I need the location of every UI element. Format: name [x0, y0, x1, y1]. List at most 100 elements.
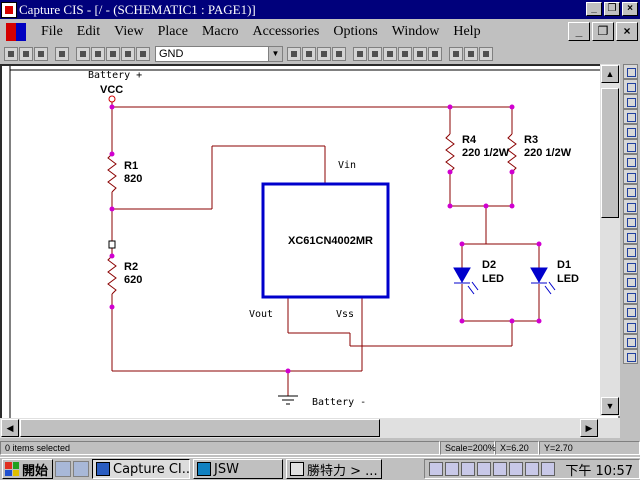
- r4-ref: R4: [462, 134, 477, 146]
- menu-place[interactable]: Place: [157, 23, 188, 39]
- task-browser[interactable]: 勝特力 > ...: [286, 459, 383, 479]
- doc-minimize-button[interactable]: _: [568, 22, 590, 41]
- place-hier-block-icon[interactable]: [623, 199, 638, 214]
- place-junction-icon[interactable]: [623, 139, 638, 154]
- scroll-up-icon[interactable]: ▲: [601, 65, 619, 83]
- chevron-down-icon[interactable]: ▼: [268, 47, 282, 61]
- menu-help[interactable]: Help: [453, 23, 481, 39]
- place-hier-port-icon[interactable]: [623, 214, 638, 229]
- desktop-quicklaunch-icon[interactable]: [73, 461, 90, 477]
- tool-palette: [621, 64, 640, 364]
- r3-value: 220 1/2W: [524, 147, 572, 159]
- task-capture[interactable]: Capture CI...: [92, 459, 191, 479]
- app-icon[interactable]: [1, 1, 17, 18]
- task-jsw[interactable]: JSW: [193, 459, 284, 479]
- start-button[interactable]: 開始: [2, 459, 54, 479]
- place-arc-icon[interactable]: [623, 334, 638, 349]
- pin-vin-label: Vin: [338, 160, 356, 171]
- schematic-drawing[interactable]: Battery + VCC R1 820 R2 620 R4 220 1/2W …: [2, 66, 602, 418]
- menu-view[interactable]: View: [114, 23, 144, 39]
- print-icon[interactable]: [55, 47, 69, 61]
- part-select-value: GND: [159, 48, 184, 60]
- cross-ref-icon[interactable]: [413, 47, 427, 61]
- horizontal-scrollbar[interactable]: ◀ ▶: [0, 418, 620, 438]
- ic-xc61cn: [261, 182, 390, 299]
- menu-window[interactable]: Window: [391, 23, 440, 39]
- redo-icon[interactable]: [136, 47, 150, 61]
- menu-file[interactable]: File: [41, 23, 63, 39]
- place-no-connect-icon[interactable]: [623, 259, 638, 274]
- ie-quicklaunch-icon[interactable]: [55, 461, 72, 477]
- zoom-all-icon[interactable]: [332, 47, 346, 61]
- task-jsw-label: JSW: [214, 461, 239, 477]
- place-hier-pin-icon[interactable]: [623, 229, 638, 244]
- speaker-icon[interactable]: [525, 462, 540, 476]
- antivirus-icon[interactable]: [493, 462, 508, 476]
- copy-icon[interactable]: [91, 47, 105, 61]
- pen-icon[interactable]: [477, 462, 492, 476]
- minimize-button[interactable]: _: [586, 2, 602, 16]
- y-status: Y=2.70: [539, 441, 640, 455]
- schematic-canvas[interactable]: Battery + VCC R1 820 R2 620 R4 220 1/2W …: [0, 64, 620, 438]
- place-polyline-icon[interactable]: [623, 289, 638, 304]
- place-rectangle-icon[interactable]: [623, 304, 638, 319]
- place-power-icon[interactable]: [623, 169, 638, 184]
- select-tool-icon[interactable]: [623, 64, 638, 79]
- place-ground-icon[interactable]: [623, 184, 638, 199]
- jsw-task-icon: [197, 462, 212, 476]
- r3-ref: R3: [524, 134, 538, 146]
- annotate-icon[interactable]: [353, 47, 367, 61]
- help-icon[interactable]: [479, 47, 493, 61]
- paste-icon[interactable]: [106, 47, 120, 61]
- menu-edit[interactable]: Edit: [76, 23, 101, 39]
- place-net-alias-icon[interactable]: [623, 109, 638, 124]
- menu-accessories[interactable]: Accessories: [252, 23, 320, 39]
- doc-restore-button[interactable]: ❐: [592, 22, 614, 41]
- doc-close-button[interactable]: ×: [616, 22, 638, 41]
- vertical-scrollbar[interactable]: ▲ ▼: [600, 64, 620, 416]
- place-wire-icon[interactable]: [623, 94, 638, 109]
- scroll-right-icon[interactable]: ▶: [580, 419, 598, 437]
- tray-app-icon[interactable]: [509, 462, 524, 476]
- cut-icon[interactable]: [76, 47, 90, 61]
- close-button[interactable]: ×: [622, 2, 638, 16]
- place-part-icon[interactable]: [623, 79, 638, 94]
- volume-icon[interactable]: [429, 462, 444, 476]
- d2-ref: D2: [482, 259, 496, 271]
- place-ellipse-icon[interactable]: [623, 319, 638, 334]
- place-off-page-icon[interactable]: [623, 244, 638, 259]
- part-select[interactable]: GND ▼: [155, 46, 283, 62]
- title-bar: Capture CIS - [/ - (SCHEMATIC1 : PAGE1)]…: [0, 0, 640, 19]
- network-icon[interactable]: [445, 462, 460, 476]
- horizontal-scroll-thumb[interactable]: [20, 419, 380, 437]
- netlist-icon[interactable]: [398, 47, 412, 61]
- battery-plus-label: Battery +: [88, 70, 142, 81]
- zoom-area-icon[interactable]: [317, 47, 331, 61]
- drc-icon[interactable]: [383, 47, 397, 61]
- open-icon[interactable]: [19, 47, 33, 61]
- document-icon[interactable]: [6, 21, 28, 43]
- menu-options[interactable]: Options: [333, 23, 378, 39]
- place-bus-icon[interactable]: [623, 124, 638, 139]
- undo-icon[interactable]: [121, 47, 135, 61]
- vertical-scroll-thumb[interactable]: [601, 88, 619, 218]
- zoom-out-icon[interactable]: [302, 47, 316, 61]
- new-icon[interactable]: [4, 47, 18, 61]
- selection-status: 0 items selected: [0, 441, 440, 455]
- project-manager-icon[interactable]: [449, 47, 463, 61]
- scroll-down-icon[interactable]: ▼: [601, 397, 619, 415]
- place-text-icon[interactable]: [623, 349, 638, 364]
- bom-icon[interactable]: [428, 47, 442, 61]
- restore-button[interactable]: ❐: [604, 2, 620, 16]
- scroll-left-icon[interactable]: ◀: [1, 419, 19, 437]
- input-method-icon[interactable]: [461, 462, 476, 476]
- place-line-icon[interactable]: [623, 274, 638, 289]
- back-annotate-icon[interactable]: [368, 47, 382, 61]
- part-manager-icon[interactable]: [464, 47, 478, 61]
- task-browser-label: 勝特力 > ...: [307, 463, 378, 479]
- menu-macro[interactable]: Macro: [201, 23, 239, 39]
- place-bus-entry-icon[interactable]: [623, 154, 638, 169]
- zoom-in-icon[interactable]: [287, 47, 301, 61]
- save-icon[interactable]: [34, 47, 48, 61]
- monitor-icon[interactable]: [541, 462, 556, 476]
